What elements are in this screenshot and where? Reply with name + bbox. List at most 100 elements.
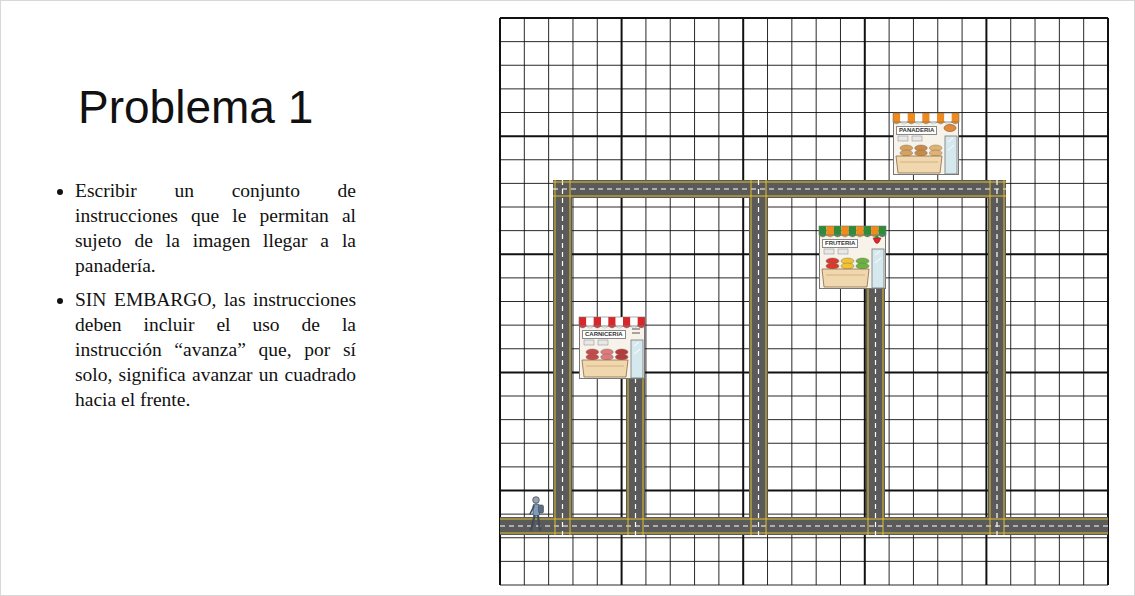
awning-scallop <box>922 122 929 124</box>
road-edge <box>570 180 571 535</box>
road-edge <box>553 182 1006 183</box>
grid-line <box>500 230 1108 231</box>
road-edge <box>555 180 556 535</box>
instruction-text: SIN EMBARGO, las instrucciones deben inc… <box>75 289 356 410</box>
awning-outline <box>893 113 959 122</box>
shop-goods <box>929 150 942 156</box>
awning-scallop <box>952 122 959 124</box>
shop-counter <box>896 156 942 173</box>
road <box>626 378 645 535</box>
awning-stripe <box>630 317 637 326</box>
shop-sign: CARNICERIA <box>582 330 626 339</box>
grid-line <box>500 253 1108 255</box>
shop: PANADERIA <box>892 112 960 176</box>
awning-scallop <box>900 122 907 124</box>
road-edge <box>868 288 869 535</box>
road-edge <box>643 378 644 535</box>
shop-sign: FRUTERIA <box>822 239 858 248</box>
road-centre-line <box>996 180 997 535</box>
awning-scallop <box>915 122 922 124</box>
road <box>500 517 1108 535</box>
awning-scallop <box>930 122 937 124</box>
road <box>988 180 1006 535</box>
road-edge <box>1004 180 1005 535</box>
awning-scallop <box>944 122 951 124</box>
awning-stripe <box>864 226 871 235</box>
grid-line <box>500 466 1108 467</box>
awning-stripe <box>944 113 951 122</box>
grid-line <box>500 159 1108 160</box>
price-tag <box>912 136 922 141</box>
awning-stripe <box>608 317 615 326</box>
bullet-list: Escribir un conjunto de instrucciones qu… <box>58 178 356 421</box>
road <box>749 180 768 535</box>
bullet-item: Escribir un conjunto de instrucciones qu… <box>75 178 356 278</box>
awning-stripe <box>915 113 922 122</box>
shop: CARNICERIA <box>578 316 646 380</box>
grid-line <box>500 65 1108 66</box>
grid-line <box>500 207 1108 208</box>
shop: FRUTERIA <box>818 225 887 290</box>
counter-line <box>586 366 624 367</box>
shop-goods <box>900 150 913 156</box>
shop-goods <box>615 354 628 360</box>
bullet-item: SIN EMBARGO, las instrucciones deben inc… <box>75 287 356 412</box>
awning-scallop <box>864 235 871 237</box>
strawberry-icon <box>873 238 881 244</box>
instruction-text: Escribir un conjunto de instrucciones qu… <box>75 180 356 276</box>
shop-door <box>631 340 643 378</box>
shop-goods <box>586 354 599 360</box>
grid-line <box>500 490 1108 492</box>
roads <box>500 180 1108 535</box>
shop-goods <box>915 150 928 156</box>
grid-line <box>500 396 1108 397</box>
road <box>866 288 885 535</box>
road <box>553 180 1006 198</box>
counter-line <box>826 275 865 276</box>
grid-line <box>500 112 1108 113</box>
shop-wall <box>894 122 959 175</box>
road-edge <box>883 288 884 535</box>
shop-sign: PANADERIA <box>896 126 937 135</box>
person-legs <box>531 516 540 530</box>
awning-stripe <box>930 113 937 122</box>
road-centre-line <box>758 180 759 535</box>
grid-line <box>500 277 1108 278</box>
shop-door <box>945 136 957 174</box>
awning-stripe <box>623 317 630 326</box>
door-glint <box>875 251 881 263</box>
awning-scallop <box>834 235 841 237</box>
door-glint <box>948 138 954 150</box>
shop-illustration <box>892 112 960 176</box>
awning-scallop <box>849 235 856 237</box>
road-centre-line <box>635 378 636 535</box>
grid-line <box>500 585 1108 586</box>
awning-stripe <box>871 226 878 235</box>
awning-scallop <box>856 235 863 237</box>
awning-scallop <box>893 122 900 124</box>
person-head <box>533 497 540 504</box>
grid-line <box>500 135 1108 137</box>
strawberry-leaf <box>874 235 880 238</box>
awning-stripe <box>841 226 848 235</box>
grid-line <box>500 537 1108 538</box>
awning-stripe <box>819 226 826 235</box>
road-edge <box>500 533 1108 534</box>
road-edge <box>500 519 1108 520</box>
grid-line <box>500 41 1108 42</box>
grid-ground <box>500 18 1108 585</box>
shop-door <box>872 249 884 288</box>
shop-wall <box>580 326 645 379</box>
person-figure <box>530 497 544 530</box>
shop-wall <box>820 235 886 289</box>
awning-stripe <box>594 317 601 326</box>
road-centre-line <box>500 525 1108 526</box>
road-centre-line <box>875 288 876 535</box>
grid-line <box>500 419 1108 420</box>
shop-illustration <box>578 316 646 380</box>
price-tag <box>598 340 608 345</box>
door-glint <box>634 342 640 354</box>
shop-goods <box>841 263 854 269</box>
